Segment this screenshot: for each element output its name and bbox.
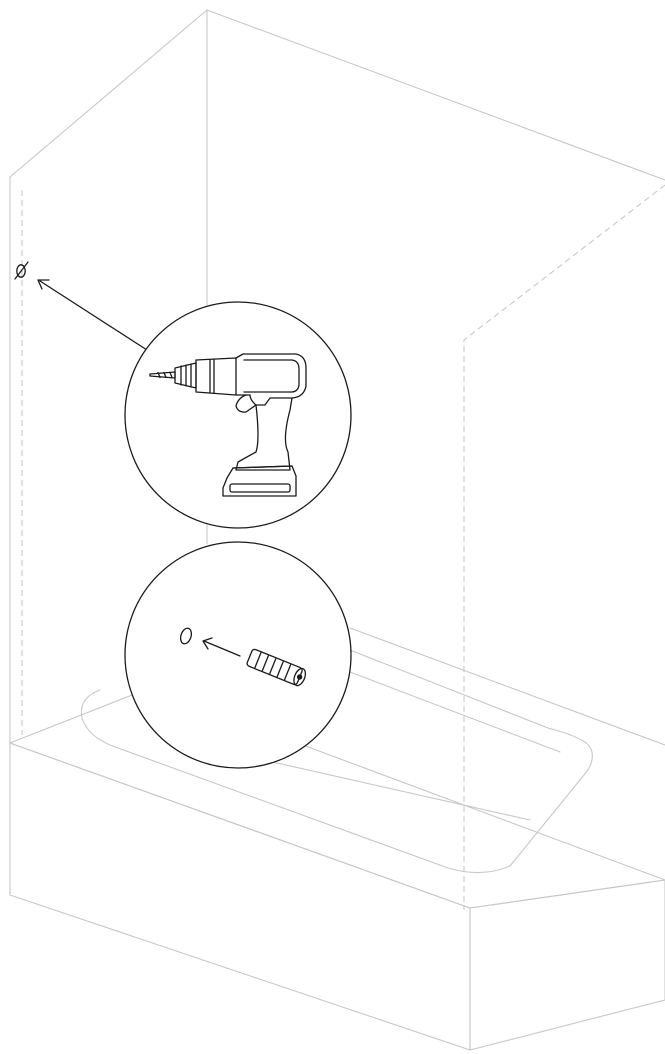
top-back-edge [206, 9, 665, 181]
drill-bubble [124, 301, 352, 529]
arrow-to-wall-hole [202, 637, 241, 657]
tub-front-face [9, 742, 471, 1051]
cordless-drill-icon [149, 353, 307, 497]
drill-hole-marker-icon [14, 261, 29, 280]
wall-anchor-icon [246, 648, 307, 687]
tub-rim-top [9, 687, 665, 909]
left-wall-panel [9, 9, 208, 744]
shower-enclosure [9, 9, 665, 910]
hidden-right-wall-edge [463, 184, 665, 910]
wall-anchor-bubble [124, 541, 352, 769]
back-wall-floor-line [349, 627, 665, 746]
tub-side-face [469, 879, 665, 1051]
drill-bubble-circle [124, 301, 352, 529]
arrow-to-hole [37, 279, 148, 351]
tub-basin-inner-line [349, 671, 561, 753]
tub-basin-rim [80, 649, 593, 874]
wall-hole-icon [179, 627, 193, 645]
bathtub [9, 649, 665, 1051]
